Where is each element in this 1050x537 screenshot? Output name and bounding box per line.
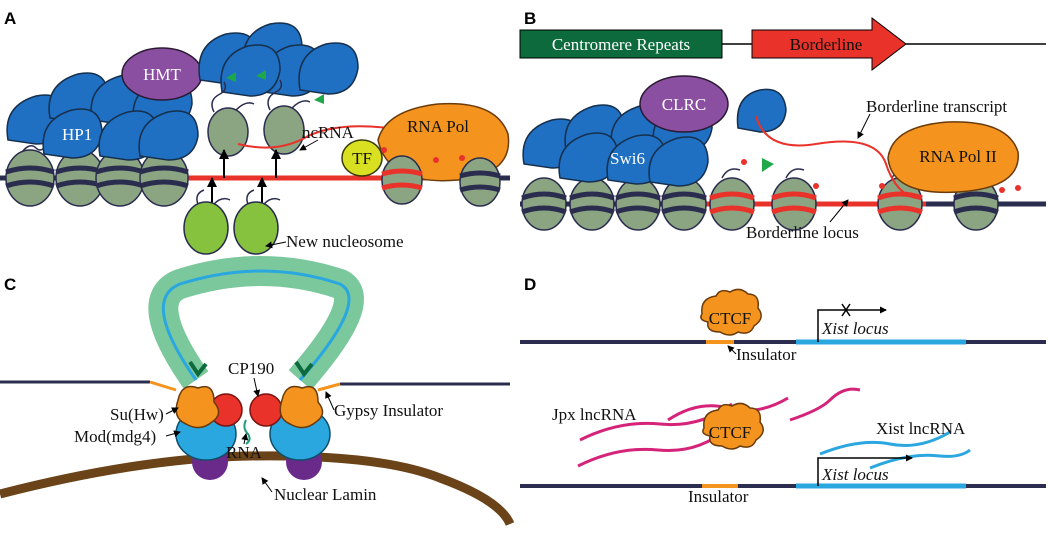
- xist-lncrna-label: Xist lncRNA: [876, 419, 966, 438]
- panel-c: C CP190 Su(Hw) Gypsy Insulator: [0, 256, 515, 527]
- rna-polymerase-ii: RNA Pol II: [887, 121, 1019, 194]
- centromere-repeats-box: [519, 29, 723, 59]
- panel-c-letter: C: [4, 275, 16, 294]
- cp190-label: CP190: [228, 359, 274, 378]
- rna-pol-label: RNA Pol: [407, 117, 469, 136]
- tf-label: TF: [352, 149, 372, 168]
- nucleosome-row: [5, 141, 189, 207]
- jpx-lncrna-label: Jpx lncRNA: [552, 405, 637, 424]
- mod-mdg4-label: Mod(mdg4): [74, 427, 156, 446]
- xist-locus-top-label: Xist locus: [821, 319, 889, 338]
- new-nucleosomes: [183, 189, 281, 255]
- ctcf-bottom-label: CTCF: [709, 423, 752, 442]
- clrc-label: CLRC: [662, 95, 706, 114]
- methyl-mark-flag: [256, 70, 266, 80]
- hmt-enzyme: HMT: [121, 47, 203, 101]
- jpx-lncrna-strand: [789, 387, 861, 422]
- xist-lncrna-strand: [869, 448, 971, 470]
- centromere-repeats-label: Centromere Repeats: [552, 35, 690, 54]
- ctcf-protein-top: [700, 288, 762, 336]
- xist-locus-bottom-label: Xist locus: [821, 465, 889, 484]
- methyl-mark-flag: [762, 158, 774, 172]
- hp1-upper-cluster: [198, 22, 359, 97]
- panel-b-letter: B: [524, 9, 536, 28]
- panel-b: B Centromere Repeats Borderline: [519, 9, 1046, 242]
- nucleosome: [207, 107, 249, 157]
- hp1-cluster: HP1: [6, 72, 199, 161]
- su-hw-protein: [279, 385, 324, 429]
- nuclear-lamin-line: [0, 451, 515, 527]
- clrc-complex: CLRC: [639, 75, 729, 133]
- swi6-bound-transcript: [736, 88, 787, 133]
- swi6-label: Swi6: [610, 149, 645, 168]
- rna-label: RNA: [226, 443, 263, 462]
- su-hw-protein: [175, 385, 220, 429]
- tss-arrow-top: [817, 306, 887, 342]
- nucleosome: [95, 149, 145, 207]
- gypsy-insulator-label: Gypsy Insulator: [334, 401, 443, 420]
- panel-d: D CTCF Xist locus Insulator Jpx lncRNA C…: [520, 275, 1046, 506]
- jpx-lncrna-strand: [577, 426, 729, 468]
- borderline-transcript-label: Borderline transcript: [866, 97, 1007, 116]
- panel-a: A: [0, 9, 510, 255]
- borderline-label: Borderline: [790, 35, 863, 54]
- nuclear-lamin-label: Nuclear Lamin: [274, 485, 377, 504]
- panel-a-letter: A: [4, 9, 16, 28]
- su-hw-label: Su(Hw): [110, 405, 164, 424]
- cp190-protein: [249, 393, 283, 427]
- xist-lncrna-strand: [819, 430, 951, 456]
- ctcf-top-label: CTCF: [709, 309, 752, 328]
- nucleosome: [139, 149, 189, 207]
- hp1-label: HP1: [62, 125, 92, 144]
- methyl-mark-flag: [226, 72, 236, 82]
- methyl-mark-flag: [314, 94, 324, 104]
- ctcf-protein-bottom: [702, 402, 764, 450]
- panel-d-letter: D: [524, 275, 536, 294]
- nucleosome: [459, 157, 501, 207]
- rna-pol-ii-label: RNA Pol II: [919, 147, 997, 166]
- ncrna-label: ncRNA: [302, 123, 355, 142]
- insulator-bottom-label: Insulator: [688, 487, 749, 506]
- borderline-locus-label: Borderline locus: [746, 223, 859, 242]
- nucleosome: [5, 149, 55, 207]
- blocked-mark-icon: [841, 303, 851, 317]
- hmt-label: HMT: [143, 65, 181, 84]
- new-nucleosome-label: New nucleosome: [286, 232, 404, 251]
- nucleosome: [381, 155, 423, 205]
- ncrna-strand: [237, 125, 389, 149]
- borderline-transcript-rna: [755, 115, 917, 199]
- tss-arrow-bottom: [817, 454, 913, 486]
- transcription-factor: TF: [341, 139, 383, 177]
- insulator-top-label: Insulator: [736, 345, 797, 364]
- borderline-arrow: [751, 16, 907, 72]
